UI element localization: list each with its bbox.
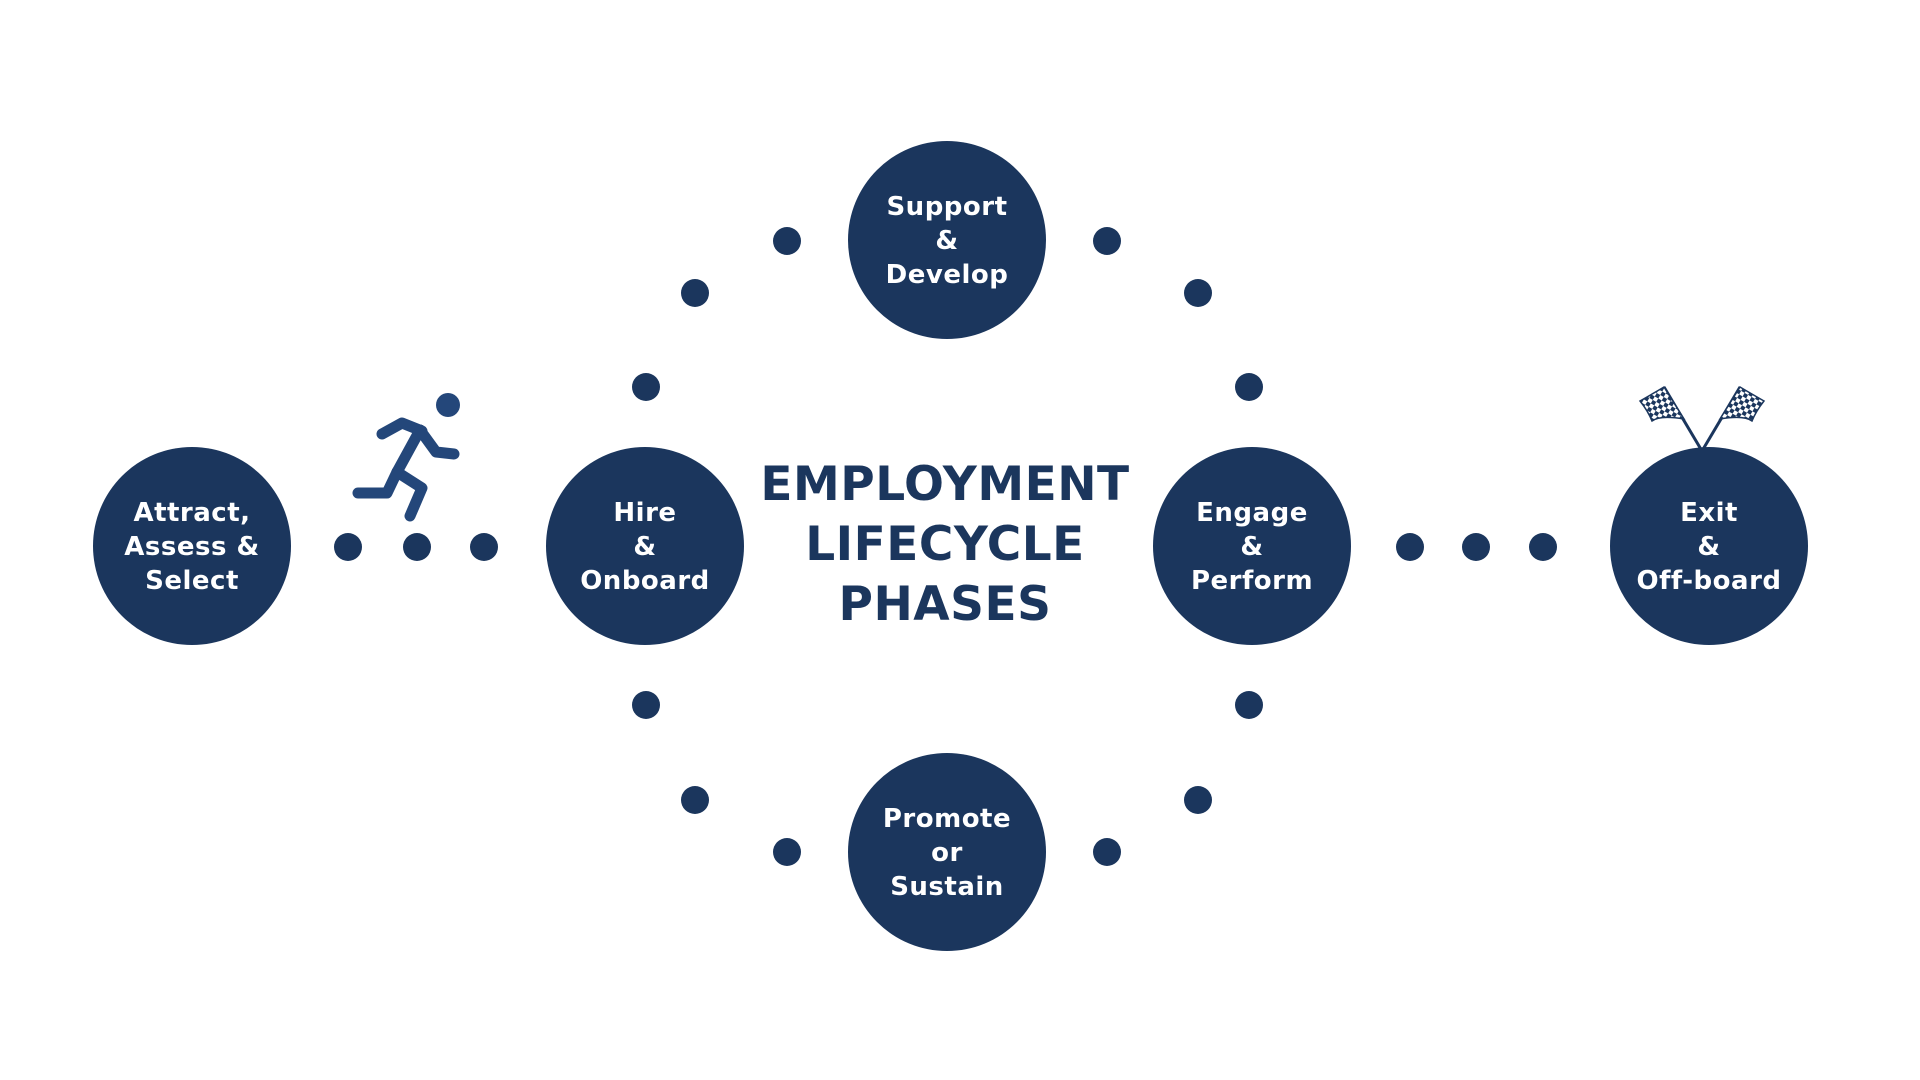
phase-label-line: Attract, xyxy=(133,498,251,528)
connector-dot xyxy=(1235,691,1263,719)
connector-dot xyxy=(1462,533,1490,561)
connector-dot xyxy=(681,786,709,814)
phase-attract-assess-select: Attract, Assess & Select xyxy=(93,447,291,645)
connector-dot xyxy=(1235,373,1263,401)
phase-label-line: Hire xyxy=(613,498,677,528)
phase-engage-perform: Engage & Perform xyxy=(1153,447,1351,645)
phase-label-line: Assess & xyxy=(124,532,260,562)
phase-label-line: Sustain xyxy=(890,872,1004,902)
phase-exit-offboard: Exit & Off-board xyxy=(1610,447,1808,645)
connector-dot xyxy=(681,279,709,307)
connector-dot xyxy=(470,533,498,561)
running-person-icon xyxy=(352,393,460,522)
title-line: PHASES xyxy=(838,577,1052,632)
title-line: LIFECYCLE xyxy=(805,517,1085,572)
phase-label-line: & xyxy=(935,226,959,256)
phase-label-line: Engage xyxy=(1196,498,1308,528)
phase-label-line: Exit xyxy=(1680,498,1738,528)
phase-label-line: Support xyxy=(886,192,1008,222)
title-line: EMPLOYMENT xyxy=(760,457,1130,512)
connector-dot xyxy=(1093,227,1121,255)
phase-label-line: Onboard xyxy=(580,566,710,596)
phase-label-line: Perform xyxy=(1190,566,1314,596)
connector-dot xyxy=(773,838,801,866)
checkered-flags-icon xyxy=(1638,385,1766,452)
connector-dot xyxy=(334,533,362,561)
connector-dot xyxy=(632,691,660,719)
diagram-title: EMPLOYMENT LIFECYCLE PHASES xyxy=(745,455,1145,635)
phase-label-line: & xyxy=(1240,532,1264,562)
connector-dot xyxy=(1093,838,1121,866)
connector-dot xyxy=(1184,279,1212,307)
connector-dot xyxy=(632,373,660,401)
phase-label-line: Develop xyxy=(885,260,1009,290)
phase-label-line: Promote xyxy=(882,804,1012,834)
connector-dot xyxy=(1184,786,1212,814)
phase-promote-sustain: Promote or Sustain xyxy=(848,753,1046,951)
phase-label-line: Select xyxy=(145,566,239,596)
connector-dot xyxy=(1396,533,1424,561)
phase-label-line: & xyxy=(1697,532,1721,562)
phase-label-line: & xyxy=(633,532,657,562)
connector-dot xyxy=(403,533,431,561)
phase-support-develop: Support & Develop xyxy=(848,141,1046,339)
connector-dot xyxy=(1529,533,1557,561)
phase-hire-onboard: Hire & Onboard xyxy=(546,447,744,645)
phase-label-line: Off-board xyxy=(1636,566,1782,596)
phase-label-line: or xyxy=(931,838,963,868)
connector-dot xyxy=(773,227,801,255)
